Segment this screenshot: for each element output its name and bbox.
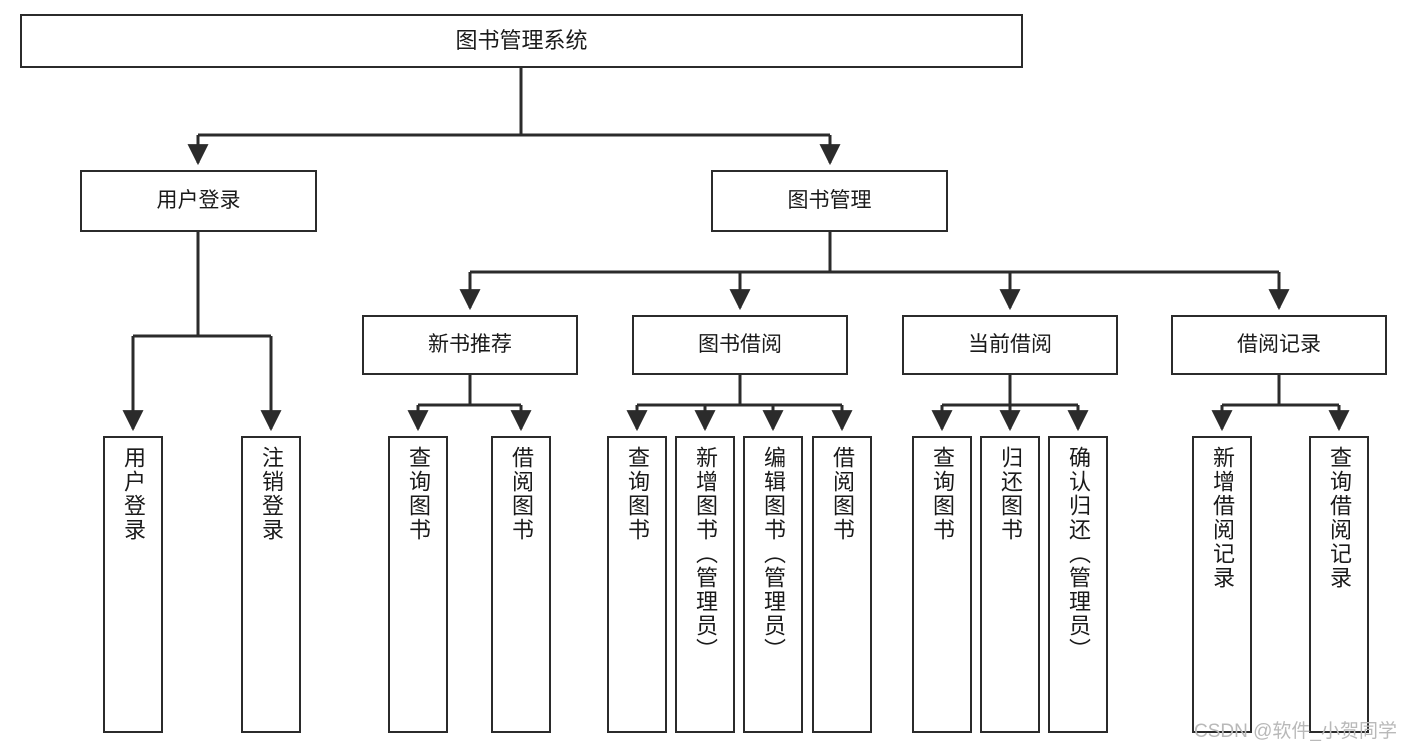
node-label: 借阅图书 <box>830 446 855 542</box>
leaf-borrow-borrow-book[interactable]: 借阅图书 <box>812 436 872 733</box>
node-label: 新增图书（管理员） <box>693 446 718 662</box>
node-label: 查询图书 <box>930 446 955 542</box>
node-label: 查询图书 <box>625 446 650 542</box>
watermark-text: CSDN @软件_小贺同学 <box>1194 721 1397 742</box>
leaf-record-add[interactable]: 新增借阅记录 <box>1192 436 1252 733</box>
node-book-management[interactable]: 图书管理 <box>711 170 948 232</box>
leaf-new-book-borrow[interactable]: 借阅图书 <box>491 436 551 733</box>
node-label: 归还图书 <box>998 446 1023 542</box>
leaf-user-login[interactable]: 用户登录 <box>103 436 163 733</box>
node-book-borrow[interactable]: 图书借阅 <box>632 315 848 375</box>
node-label: 编辑图书（管理员） <box>761 446 786 662</box>
node-label: 当前借阅 <box>968 333 1052 357</box>
leaf-new-book-query[interactable]: 查询图书 <box>388 436 448 733</box>
node-user-login[interactable]: 用户登录 <box>80 170 317 232</box>
node-label: 查询借阅记录 <box>1327 446 1352 590</box>
node-label: 图书管理 <box>787 189 872 213</box>
node-label: 图书管理系统 <box>455 27 588 53</box>
node-label: 借阅图书 <box>509 446 534 542</box>
node-label: 注销登录 <box>259 446 284 542</box>
node-label: 新增借阅记录 <box>1210 446 1235 590</box>
leaf-borrow-add-book[interactable]: 新增图书（管理员） <box>675 436 735 733</box>
node-label: 查询图书 <box>406 446 431 542</box>
node-label: 用户登录 <box>156 189 241 213</box>
leaf-user-logout[interactable]: 注销登录 <box>241 436 301 733</box>
node-label: 新书推荐 <box>428 333 512 357</box>
leaf-borrow-query-book[interactable]: 查询图书 <box>607 436 667 733</box>
node-current-borrow[interactable]: 当前借阅 <box>902 315 1118 375</box>
node-label: 确认归还（管理员） <box>1066 446 1091 662</box>
node-root-system[interactable]: 图书管理系统 <box>20 14 1023 68</box>
node-label: 借阅记录 <box>1237 333 1321 357</box>
node-label: 用户登录 <box>121 446 146 542</box>
leaf-record-query[interactable]: 查询借阅记录 <box>1309 436 1369 733</box>
leaf-current-confirm-return[interactable]: 确认归还（管理员） <box>1048 436 1108 733</box>
leaf-current-return-book[interactable]: 归还图书 <box>980 436 1040 733</box>
leaf-borrow-edit-book[interactable]: 编辑图书（管理员） <box>743 436 803 733</box>
node-label: 图书借阅 <box>698 333 782 357</box>
node-borrow-record[interactable]: 借阅记录 <box>1171 315 1387 375</box>
node-new-book-recommend[interactable]: 新书推荐 <box>362 315 578 375</box>
leaf-current-query-book[interactable]: 查询图书 <box>912 436 972 733</box>
